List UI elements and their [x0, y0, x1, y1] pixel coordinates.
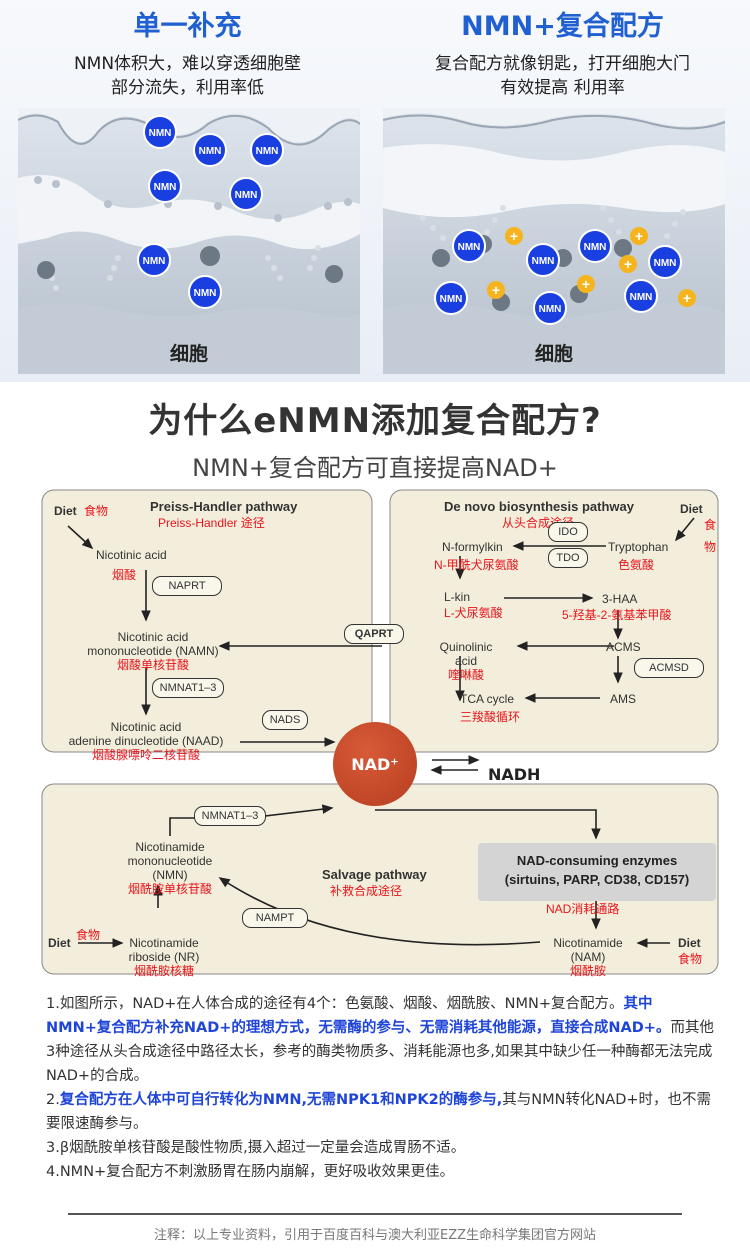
cell-illustration-compound: + + + + + + NMN N: [383, 108, 725, 374]
note-2: 2.复合配方在人体中可自行转化为NMN,无需NPK1和NPK2的酶参与,其与NM…: [46, 1092, 712, 1132]
denovo-diet-cn-1: 食: [704, 518, 717, 532]
haa-label: 3-HAA: [602, 592, 638, 606]
note-3: 3.β烟酰胺单核苷酸是酸性物质,摄入超过一定量会造成胃肠不适。: [46, 1140, 466, 1156]
salvage-title: Salvage pathway: [322, 867, 427, 882]
denovo-title: De novo biosynthesis pathway: [444, 499, 634, 514]
svg-text:NMN: NMN: [539, 304, 562, 315]
denovo-diet-cn-2: 物: [704, 540, 717, 554]
nr-label: Nicotinamide riboside (NR) 烟酰胺核糖: [128, 936, 200, 978]
nmn-molecules: [137, 115, 284, 309]
svg-text:+: +: [683, 290, 691, 306]
compound-formula-title: NMN+复合配方: [461, 11, 664, 42]
acmsd-enzyme: ACMSD: [634, 658, 704, 678]
svg-text:NMN: NMN: [154, 182, 177, 193]
nads-enzyme: NADS: [262, 710, 308, 730]
svg-text:NMN: NMN: [532, 256, 555, 267]
tca-label: TCA cycle: [460, 692, 515, 706]
cell-membrane-graphic: NMN NMN NMN NMN NMN NMN NMN: [18, 108, 360, 374]
tca-cn: 三羧酸循环: [460, 710, 521, 724]
ido-enzyme: IDO: [548, 522, 588, 542]
nam-label: Nicotinamide (NAM) 烟酰胺: [553, 936, 623, 978]
cell-membrane-open-graphic: + + + + + + NMN N: [383, 108, 725, 374]
compound-formula-description: 复合配方就像钥匙，打开细胞大门 有效提高 利用率: [435, 54, 690, 98]
acms-label: ACMS: [606, 640, 641, 654]
nampt-enzyme: NAMPT: [242, 908, 308, 928]
comparison-section: 单一补充 NMN体积大，难以穿透细胞壁 部分流失，利用率低: [0, 0, 750, 382]
svg-text:NMN: NMN: [149, 128, 172, 139]
quinolinic-acid-label: Quinolinic acid 喹啉酸: [439, 640, 493, 682]
pathway-arrows: [41, 489, 719, 975]
salvage-diet-left: Diet: [48, 936, 71, 950]
preiss-diet: Diet: [54, 504, 77, 518]
single-supplement-description: NMN体积大，难以穿透细胞壁 部分流失，利用率低: [73, 54, 302, 98]
svg-text:NMN: NMN: [458, 242, 481, 253]
cell-label-single: 细胞: [169, 343, 208, 365]
haa-cn: 5-羟基-2-氨基苯甲酸: [562, 608, 672, 622]
nad-plus-node: NAD⁺: [333, 722, 417, 806]
tdo-enzyme: TDO: [548, 548, 588, 568]
namn-label: Nicotinic acid mononucleotide (NAMN) 烟酸单…: [87, 630, 219, 672]
cell-label-compound: 细胞: [534, 343, 573, 365]
nadh-label: NADH: [488, 765, 541, 784]
nformylkin-label: N-formylkin: [442, 540, 503, 554]
svg-text:+: +: [635, 228, 643, 244]
svg-text:+: +: [582, 276, 590, 292]
sub-title: NMN+复合配方可直接提高NAD+: [192, 454, 558, 482]
svg-text:NMN: NMN: [143, 256, 166, 267]
note-1: 1.如图所示，NAD+在人体合成的途径有4个：色氨酸、烟酸、烟酰胺、NMN+复合…: [46, 996, 714, 1084]
nmnat-enzyme-salvage: NMNAT1–3: [194, 806, 266, 826]
nad-consuming-enzymes-box: NAD-consuming enzymes (sirtuins, PARP, C…: [478, 843, 716, 901]
key-molecules: [487, 227, 696, 307]
tryptophan-label: Tryptophan: [608, 540, 669, 554]
nformylkin-cn: N-甲酰犬尿氨酸: [434, 558, 519, 572]
main-title: 为什么eNMN添加复合配方?: [148, 401, 602, 441]
ams-label: AMS: [610, 692, 637, 706]
svg-text:NMN: NMN: [256, 146, 279, 157]
single-supplement-title: 单一补充: [133, 11, 242, 42]
svg-text:NMN: NMN: [630, 292, 653, 303]
qaprt-enzyme: QAPRT: [344, 624, 404, 644]
preiss-title: Preiss-Handler pathway: [150, 499, 298, 514]
nmn-molecules-compound: [434, 229, 682, 325]
salvage-diet-right: Diet: [678, 936, 701, 950]
preiss-diet-cn: 食物: [84, 504, 109, 518]
naad-label: Nicotinic acid adenine dinucleotide (NAA…: [68, 720, 224, 762]
svg-text:NMN: NMN: [584, 242, 607, 253]
footer-divider: [68, 1213, 682, 1215]
nicotinic-acid-cn: 烟酸: [112, 568, 137, 582]
svg-text:+: +: [492, 282, 500, 298]
note-4: 4.NMN+复合配方不刺激肠胃在肠内崩解，更好吸收效果更佳。: [46, 1164, 455, 1180]
naprt-enzyme: NAPRT: [152, 576, 222, 596]
svg-text:NMN: NMN: [654, 258, 677, 269]
salvage-diet-right-cn: 食物: [678, 952, 703, 966]
svg-text:NMN: NMN: [194, 288, 217, 299]
svg-text:NMN: NMN: [235, 190, 258, 201]
svg-text:+: +: [624, 256, 632, 272]
denovo-diet: Diet: [680, 502, 703, 516]
nmn-label: Nicotinamide mononucleotide (NMN) 烟酰胺单核苷…: [127, 840, 213, 896]
single-supplement-column: 单一补充 NMN体积大，难以穿透细胞壁 部分流失，利用率低: [0, 0, 375, 382]
nicotinic-acid-label: Nicotinic acid: [96, 548, 167, 562]
lkin-label: L-kin: [444, 590, 471, 604]
footer-note: 注释：以上专业资料，引用于百度百科与澳大利亚EZZ生命科学集团官方网站: [153, 1228, 597, 1243]
svg-text:NMN: NMN: [199, 146, 222, 157]
nad-consuming-cn: NAD消耗通路: [546, 902, 620, 916]
salvage-title-cn: 补救合成途径: [330, 884, 403, 898]
nad-pathway-diagram: Preiss-Handler pathway Preiss-Handler 途径…: [40, 488, 720, 978]
lkin-cn: L-犬尿氨酸: [444, 606, 503, 620]
tryptophan-cn: 色氨酸: [618, 558, 655, 572]
explanation-notes: 1.如图所示，NAD+在人体合成的途径有4个：色氨酸、烟酸、烟酰胺、NMN+复合…: [46, 992, 716, 1184]
svg-text:NMN: NMN: [440, 294, 463, 305]
cell-illustration-single: NMN NMN NMN NMN NMN NMN NMN 细胞: [18, 108, 360, 374]
nmnat-enzyme-preiss: NMNAT1–3: [152, 678, 224, 698]
salvage-diet-left-cn: 食物: [76, 928, 101, 942]
svg-text:+: +: [510, 228, 518, 244]
compound-formula-column: NMN+复合配方 复合配方就像钥匙，打开细胞大门 有效提高 利用率: [375, 0, 750, 382]
preiss-title-cn: Preiss-Handler 途径: [158, 516, 265, 530]
